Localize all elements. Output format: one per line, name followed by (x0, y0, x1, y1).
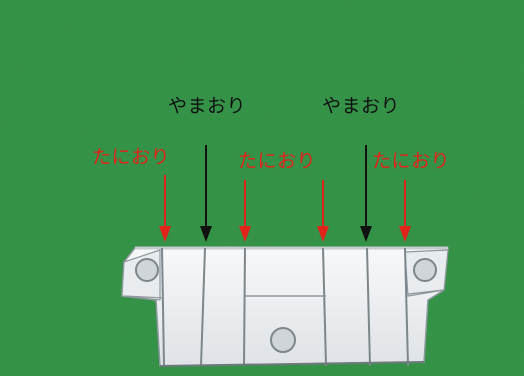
valley-fold-label: たにおり (372, 150, 451, 172)
fold-line (404, 247, 409, 367)
fold-line (366, 247, 371, 367)
mountain-fold-label: やまおり (168, 95, 247, 117)
valley-fold-arrow (399, 180, 411, 242)
fold-line (322, 247, 327, 367)
valley-fold-label: たにおり (92, 146, 171, 168)
fold-line (200, 247, 206, 367)
valley-fold-arrow (317, 180, 329, 242)
hole-center (270, 327, 296, 353)
mountain-fold-label: やまおり (322, 95, 401, 117)
hole-left (135, 258, 159, 282)
valley-fold-arrow (159, 175, 171, 242)
mountain-fold-arrow (360, 145, 372, 242)
valley-fold-label: たにおり (238, 150, 317, 172)
mountain-fold-arrow (200, 145, 212, 242)
fold-line (243, 247, 246, 367)
fold-line (161, 247, 165, 367)
valley-fold-arrow (239, 180, 251, 242)
hole-right (413, 258, 437, 282)
